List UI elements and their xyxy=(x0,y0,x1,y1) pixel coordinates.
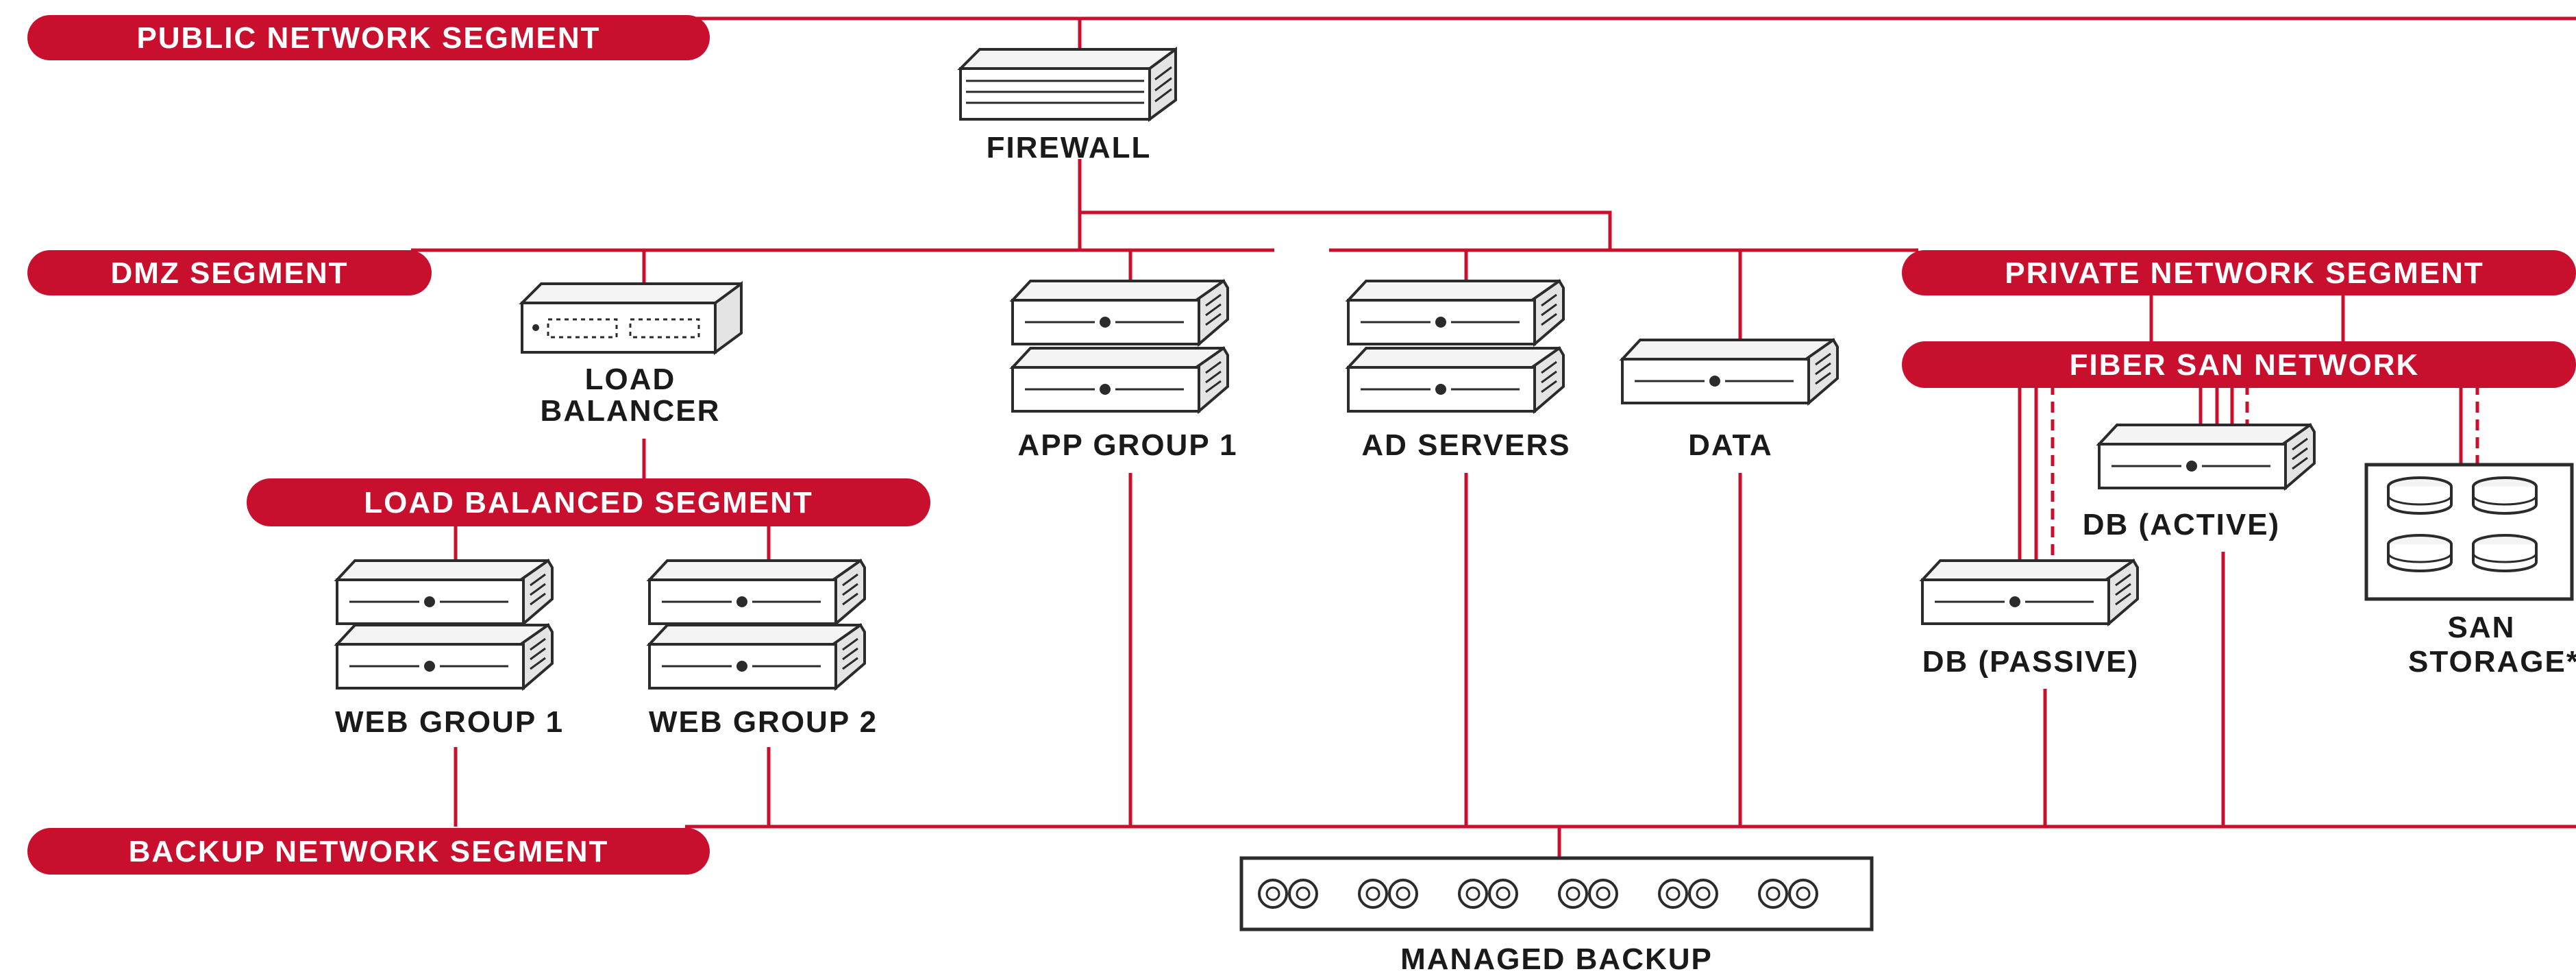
backup-segment-label: BACKUP NETWORK SEGMENT xyxy=(129,835,609,868)
managed-backup-label: MANAGED BACKUP xyxy=(1400,942,1713,976)
fiber-san-network: FIBER SAN NETWORK xyxy=(1902,341,2576,388)
load-balancer-node: LOAD BALANCER xyxy=(519,281,743,428)
rack-server-icon xyxy=(1347,280,1565,413)
managed-backup-node: MANAGED BACKUP xyxy=(1239,856,1874,976)
private-segment-label: PRIVATE NETWORK SEGMENT xyxy=(2005,256,2484,290)
load-balanced-segment: LOAD BALANCED SEGMENT xyxy=(247,478,930,526)
firewall-label: FIREWALL xyxy=(987,131,1152,164)
rack-server-icon xyxy=(1921,559,2139,625)
rack-server-icon xyxy=(336,559,554,690)
load-balanced-segment-label: LOAD BALANCED SEGMENT xyxy=(364,486,813,520)
db-active-label: DB (ACTIVE) xyxy=(2083,508,2280,541)
firewall-node: FIREWALL xyxy=(957,47,1177,164)
web-group-2-node: WEB GROUP 2 xyxy=(648,559,878,739)
rack-server-icon xyxy=(1011,280,1229,413)
san-storage-label-line2: STORAGE* xyxy=(2408,645,2576,679)
db-passive-label: DB (PASSIVE) xyxy=(1922,645,2140,679)
db-passive-node: DB (PASSIVE) xyxy=(1921,559,2140,679)
tape-library-icon xyxy=(1239,856,1874,931)
rack-server-icon xyxy=(1621,339,1839,404)
app-group-1-node: APP GROUP 1 xyxy=(1011,280,1237,462)
load-balancer-label-line1: LOAD xyxy=(585,363,676,396)
public-segment-label: PUBLIC NETWORK SEGMENT xyxy=(136,21,600,55)
app-group-1-label: APP GROUP 1 xyxy=(1017,428,1237,462)
ad-servers-label: AD SERVERS xyxy=(1361,428,1570,462)
backup-network-segment: BACKUP NETWORK SEGMENT xyxy=(27,828,710,875)
load-balancer-label-line2: BALANCER xyxy=(541,394,721,428)
data-label: DATA xyxy=(1688,428,1773,462)
db-active-node: DB (ACTIVE) xyxy=(2083,424,2316,541)
san-storage-label-line1: SAN xyxy=(2448,611,2516,644)
fiber-san-label: FIBER SAN NETWORK xyxy=(2070,348,2420,382)
firewall-appliance-icon xyxy=(957,47,1177,122)
rack-server-icon xyxy=(2098,424,2316,489)
data-node: DATA xyxy=(1621,339,1839,462)
public-network-segment: PUBLIC NETWORK SEGMENT xyxy=(27,15,710,60)
web-group-1-label: WEB GROUP 1 xyxy=(335,705,564,739)
private-network-segment: PRIVATE NETWORK SEGMENT xyxy=(1902,250,2576,295)
disk-array-icon xyxy=(2364,463,2574,601)
web-group-2-label: WEB GROUP 2 xyxy=(649,705,878,739)
dmz-segment: DMZ SEGMENT xyxy=(27,250,432,295)
network-connections xyxy=(411,16,2576,858)
rack-server-icon xyxy=(648,559,866,690)
san-storage-node: SAN STORAGE* xyxy=(2364,463,2576,679)
web-group-1-node: WEB GROUP 1 xyxy=(335,559,564,739)
load-balancer-icon xyxy=(519,281,743,355)
ad-servers-node: AD SERVERS xyxy=(1347,280,1570,462)
dmz-segment-label: DMZ SEGMENT xyxy=(110,256,348,290)
